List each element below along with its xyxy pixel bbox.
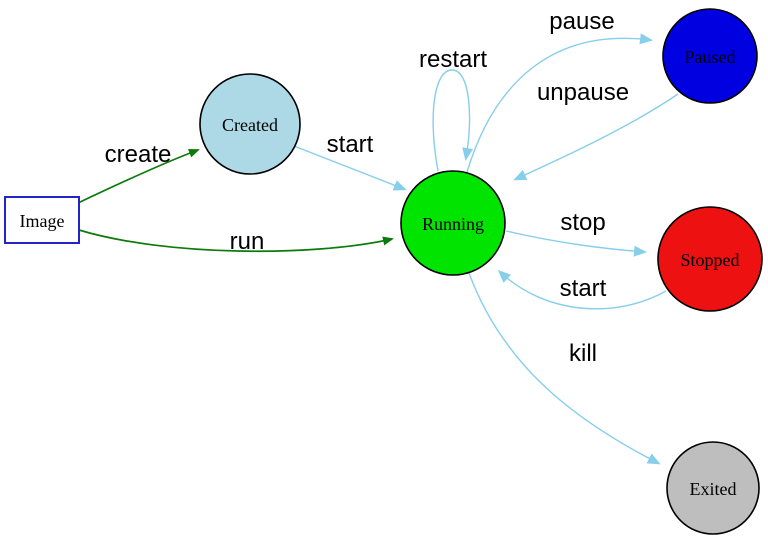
edge-label-stop: stop [560,209,605,236]
node-created-shape [199,73,301,175]
node-paused: Paused [662,8,758,104]
edge-label-pause: pause [549,8,614,35]
node-image-label: Image [20,211,65,231]
edge-unpause [513,93,679,181]
node-running-shape [400,170,506,276]
edges-layer [77,33,679,465]
edge-pause [466,33,653,173]
node-stopped: Stopped [657,206,763,312]
edge-label-run: run [230,228,265,255]
node-stopped-shape [657,206,763,312]
edge-restart-self-loop [432,69,474,172]
edge-label-start-2: start [560,275,607,302]
node-exited-label: Exited [690,479,737,499]
edge-start-created-running [293,145,407,191]
edge-run [78,229,394,253]
nodes-layer: Image Created Running Paused Stopped Exi… [4,8,763,535]
edge-start-stopped-running [497,269,667,310]
node-created: Created [199,73,301,175]
node-running: Running [400,170,506,276]
edge-stop [505,230,647,257]
node-stopped-label: Stopped [680,250,739,270]
node-running-label: Running [422,214,484,234]
edge-label-kill: kill [569,340,597,367]
edge-label-create: create [105,141,172,168]
edge-kill [468,272,661,465]
node-exited-shape [666,441,760,535]
node-created-label: Created [222,115,278,135]
edge-labels-layer: create run start restart pause unpause s… [105,8,629,367]
edge-label-start-1: start [327,131,374,158]
node-paused-shape [662,8,758,104]
node-exited: Exited [666,441,760,535]
edge-label-unpause: unpause [537,79,629,106]
node-image-shape [4,196,80,244]
edge-create [77,148,200,204]
edge-label-restart: restart [419,46,487,73]
node-paused-label: Paused [685,47,736,67]
node-image: Image [4,196,80,244]
